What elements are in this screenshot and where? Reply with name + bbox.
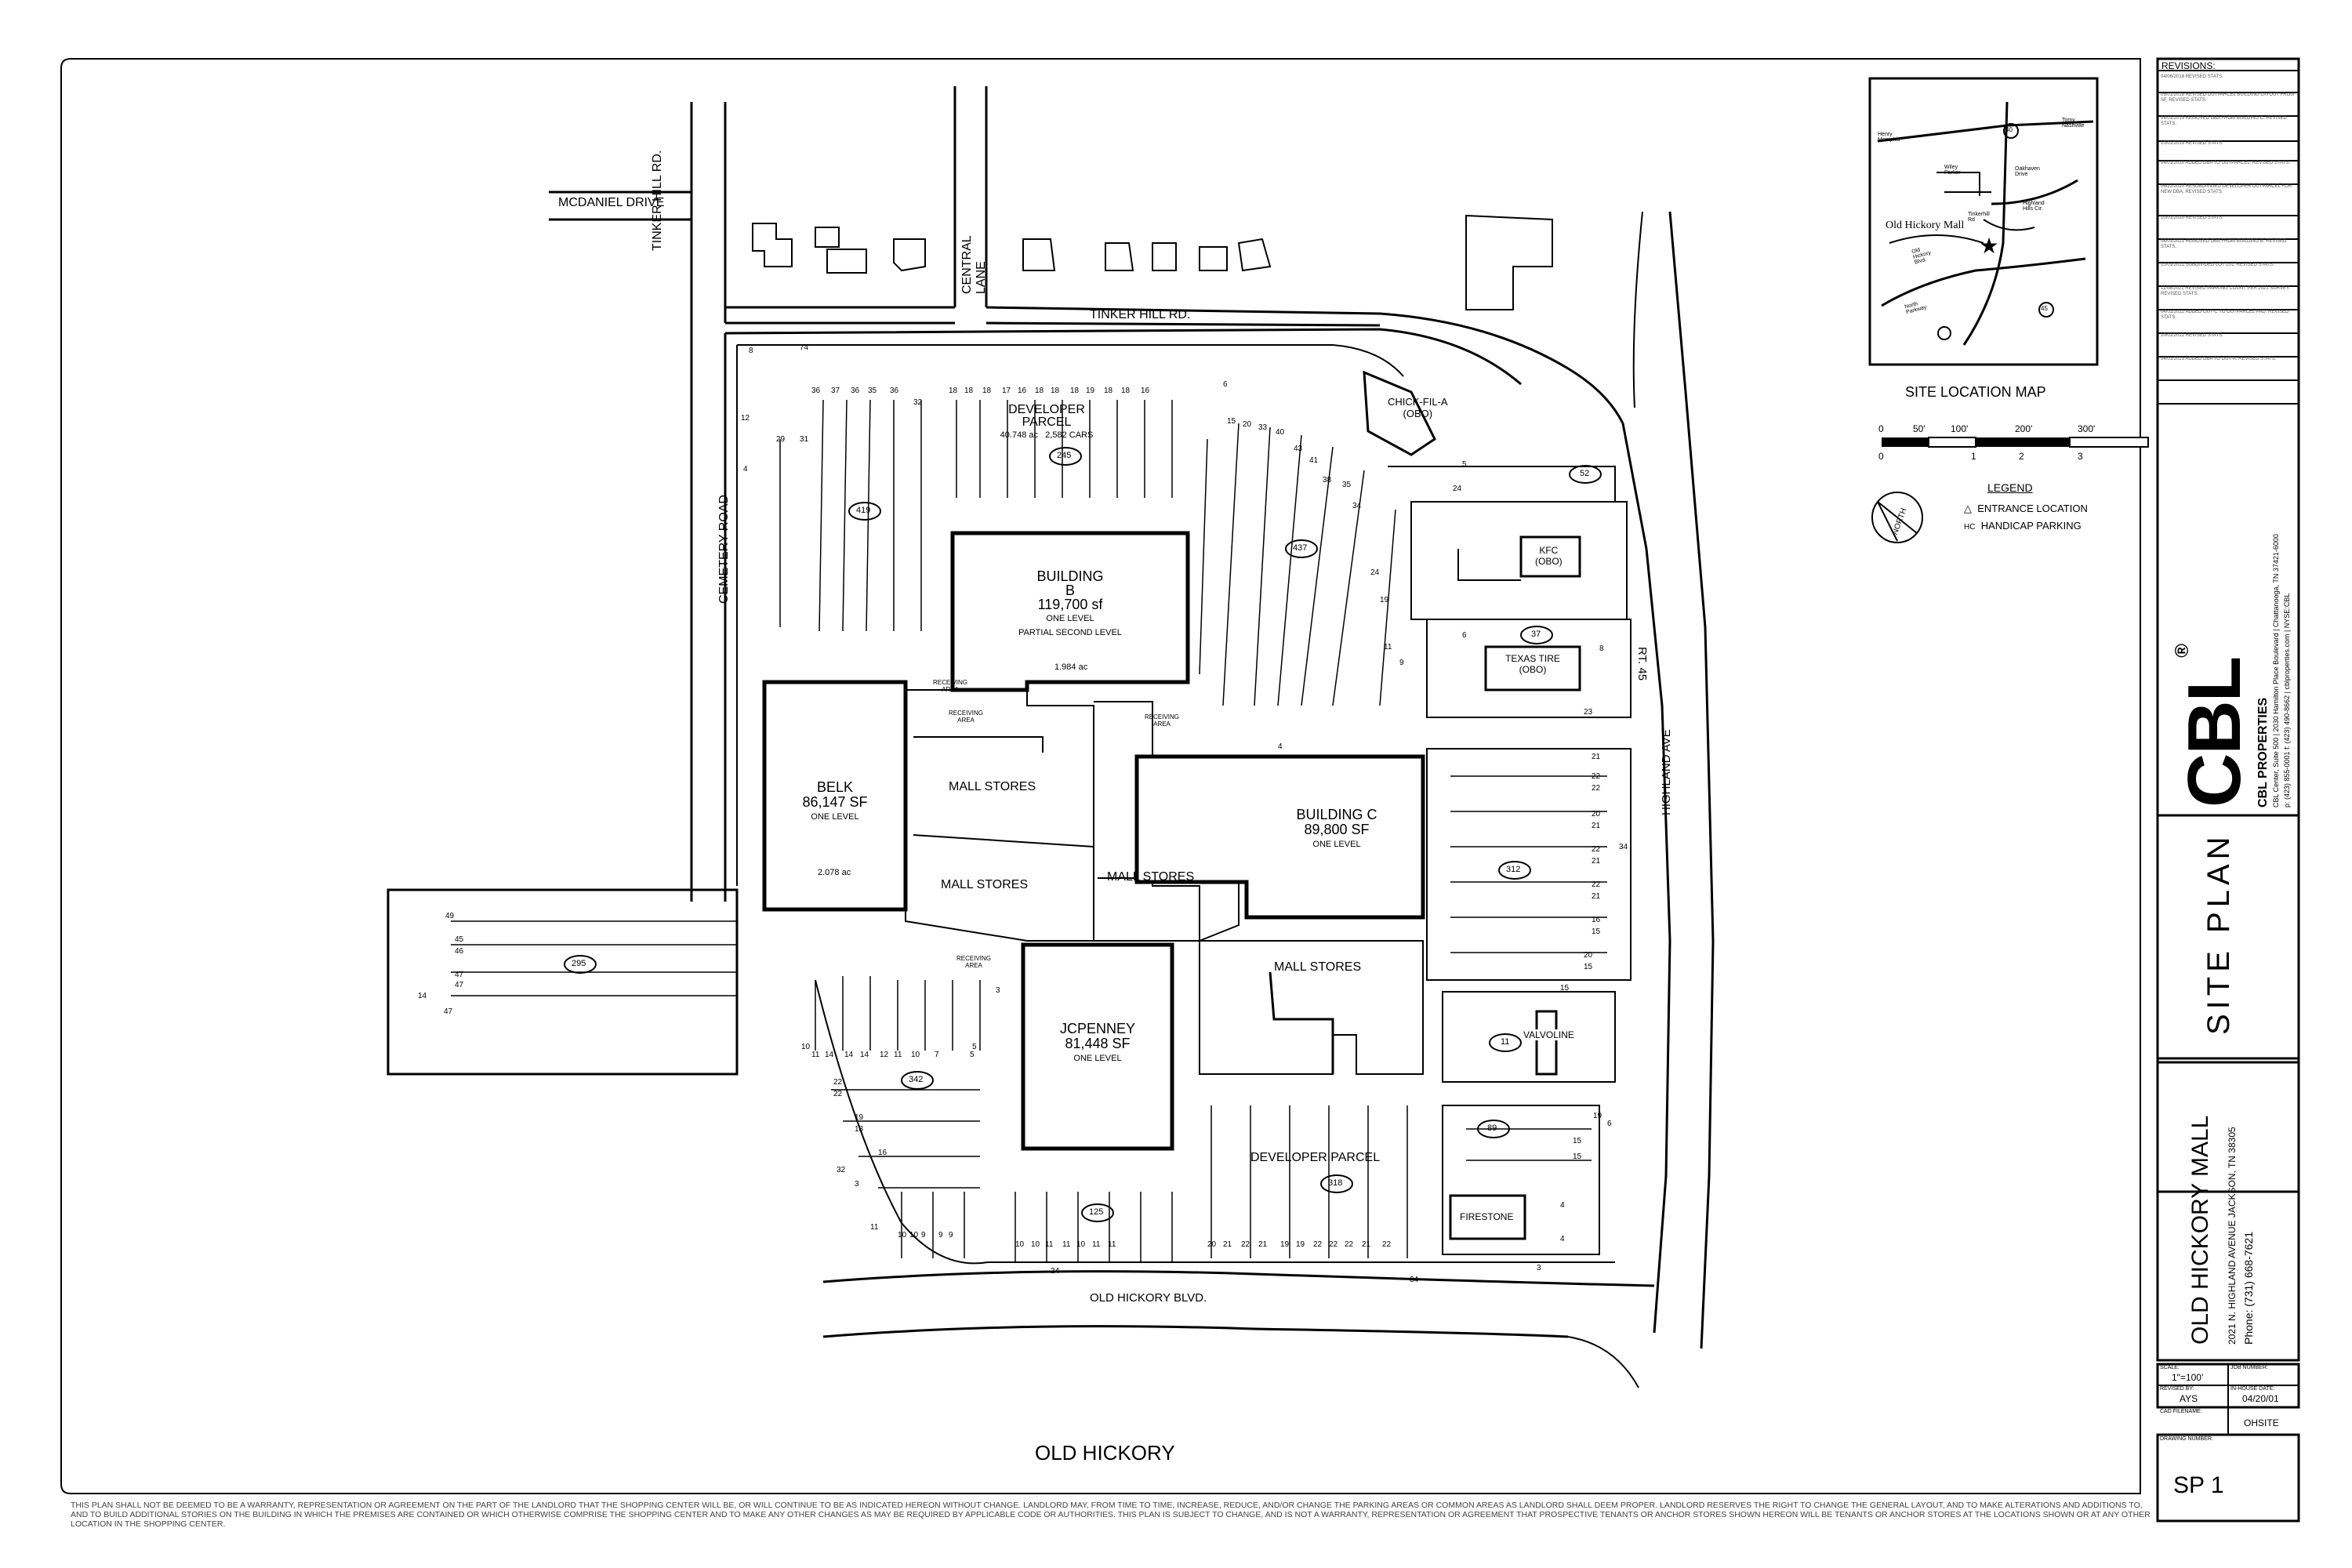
route-45-badge: 45: [2041, 305, 2048, 312]
map-label-mall: Old Hickory Mall: [1886, 220, 1965, 231]
lot-419: 419: [856, 506, 871, 515]
cbl-address: CBL Center, Suite 500 | 2030 Hamilton Pl…: [2272, 534, 2280, 808]
lot-312: 312: [1506, 865, 1521, 874]
valvoline-label: VALVOLINE: [1523, 1029, 1574, 1040]
legend-title: LEGEND: [1987, 481, 2033, 494]
mall-address: 2021 N. HIGHLAND AVENUE JACKSON, TN 3830…: [2227, 1127, 2238, 1345]
road-cemetery: CEMETERY ROAD: [717, 495, 731, 604]
firestone-label: FIRESTONE: [1460, 1211, 1514, 1222]
drawing-field-label: DRAWING NUMBER:: [2160, 1436, 2213, 1442]
mall-stores-1: MALL STORES: [949, 780, 1036, 793]
handicap-icon: HC: [1964, 523, 1976, 532]
lot-125: 125: [1089, 1207, 1104, 1217]
revisions-list: 04/06/2018 REVISED STATS. 05/01/2018 REV…: [2161, 74, 2295, 361]
road-highland: HIGHLAND AVE: [1660, 729, 1673, 815]
developer-parcel-south: DEVELOPER PARCEL: [1250, 1151, 1381, 1164]
cad-field-value: OHSITE: [2244, 1417, 2279, 1428]
road-tinker-horizontal: TINKER HILL RD.: [1090, 308, 1191, 321]
lot-89: 89: [1487, 1123, 1497, 1133]
building-c: [1134, 754, 1425, 920]
road-rt45: RT. 45: [1635, 647, 1649, 681]
mall-phone: Phone: (731) 668-7621: [2242, 1232, 2255, 1345]
inhouse-field-label: IN-HOUSE DATE:: [2230, 1386, 2275, 1392]
lot-37: 37: [1531, 630, 1541, 639]
lot-52: 52: [1580, 469, 1590, 478]
route-40-badge: 40: [2005, 126, 2013, 133]
buildings: [762, 370, 1632, 1255]
triangle-icon: △: [1964, 503, 1972, 514]
inhouse-field-value: 04/20/01: [2242, 1393, 2279, 1404]
north-arrow: [1871, 492, 1923, 543]
lot-437: 437: [1293, 543, 1308, 553]
revisions-title: REVISIONS:: [2161, 60, 2216, 71]
lot-318: 318: [1328, 1178, 1343, 1188]
building-b-label: BUILDING B 119,700 sf ONE LEVEL PARTIAL …: [1018, 568, 1122, 637]
mall-stores-3: MALL STORES: [1107, 870, 1195, 884]
cbl-logo: CBL®: [2172, 645, 2256, 808]
mall-name: OLD HICKORY MALL: [2187, 1115, 2213, 1345]
legend-entrance: △ ENTRANCE LOCATION: [1964, 503, 2088, 514]
disclaimer-text: THIS PLAN SHALL NOT BE DEEMED TO BE A WA…: [71, 1501, 2151, 1529]
cbl-properties: CBL PROPERTIES: [2256, 697, 2270, 808]
lot-ovals: [564, 447, 1602, 1222]
roads: [549, 86, 1715, 1388]
building-belk-acres: 2.078 ac: [818, 868, 851, 877]
drawing-number: SP 1: [2173, 1472, 2224, 1498]
road-old-hickory-blvd: OLD HICKORY BLVD.: [1090, 1291, 1207, 1305]
lot-245: 245: [1057, 451, 1072, 460]
site-location-title: SITE LOCATION MAP: [1905, 384, 2046, 400]
building-b-acres: 1.984 ac: [1054, 662, 1088, 672]
scale-field-value: 1"=100': [2172, 1372, 2204, 1383]
west-lot: [387, 888, 739, 1076]
job-field-label: JOB NUMBER:: [2230, 1365, 2268, 1370]
mall-stores-2: MALL STORES: [941, 878, 1029, 891]
star-icon: ★: [1979, 234, 1998, 258]
parking-aisles: [779, 399, 1607, 1262]
houses: [752, 214, 1553, 310]
legend-handicap: HC HANDICAP PARKING: [1964, 520, 2082, 532]
north-arrow-label: NORTH: [1891, 506, 1909, 536]
texas-tire-label: TEXAS TIRE(OBO): [1505, 653, 1560, 675]
lot-342: 342: [909, 1075, 924, 1084]
building-belk-label: BELK 86,147 SF ONE LEVEL: [802, 779, 868, 822]
sheet-title: SITE PLAN: [2201, 832, 2236, 1035]
building-jcpenney-label: JCPENNEY 81,448 SF ONE LEVEL: [1059, 1021, 1136, 1064]
cad-field-label: CAD FILENAME:: [2160, 1409, 2202, 1414]
road-central: CENTRAL LANE: [960, 235, 988, 294]
scale-field-label: SCALE:: [2160, 1365, 2180, 1370]
plan-title-bottom: OLD HICKORY: [1035, 1441, 1175, 1465]
cbl-phone: p: (423) 855-0001 f: (423) 490-8662 | cb…: [2283, 593, 2291, 808]
lot-295: 295: [572, 959, 586, 968]
title-block-frame: [2156, 57, 2300, 1523]
building-c-label: BUILDING C 89,800 SF ONE LEVEL: [1296, 807, 1377, 850]
mall-stores-4: MALL STORES: [1274, 960, 1362, 974]
scale-bar: [1882, 437, 2149, 448]
lot-11: 11: [1501, 1037, 1510, 1047]
site-location-map: ★: [1868, 77, 2099, 366]
revised-field-value: AYS: [2180, 1393, 2198, 1404]
sheet-border: [60, 58, 2141, 1494]
chick-fil-a-label: CHICK-FIL-A(OBO): [1388, 396, 1448, 419]
building-jcpenney: [1021, 942, 1174, 1151]
road-tinker-vertical: TINKER HILL RD.: [651, 150, 664, 251]
kfc-label: KFC(OBO): [1535, 545, 1563, 567]
road-mcdaniel: MCDANIEL DRIVE: [558, 196, 665, 209]
revised-field-label: REVISED BY:: [2160, 1386, 2194, 1392]
developer-parcel-north: DEVELOPER PARCEL 40.748 ac 2,582 CARS: [1000, 403, 1094, 441]
